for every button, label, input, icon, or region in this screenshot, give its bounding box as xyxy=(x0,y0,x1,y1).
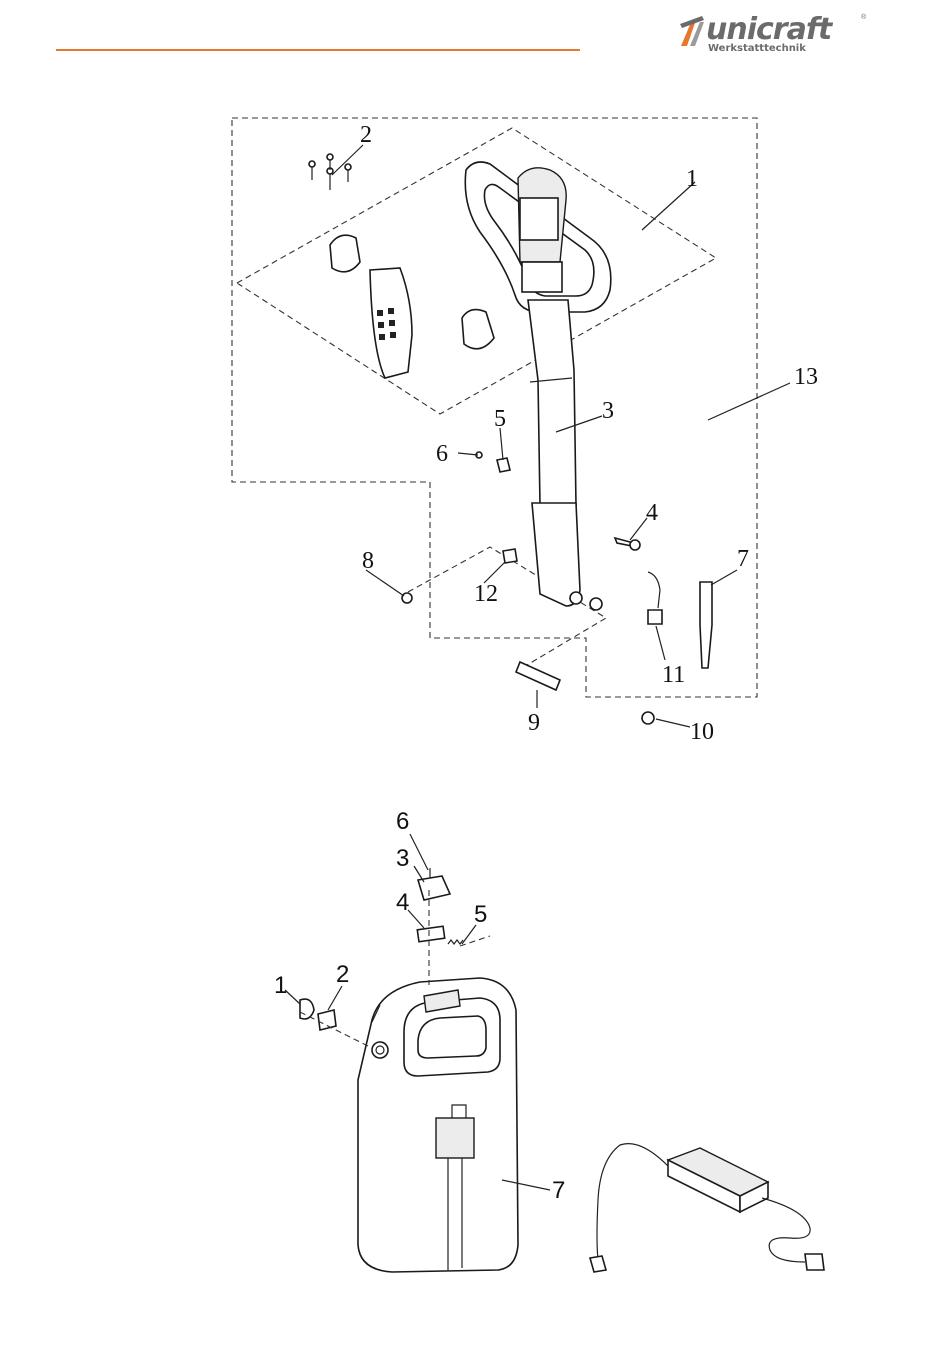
callout-4: 4 xyxy=(646,500,658,526)
callout-12: 12 xyxy=(474,581,498,607)
callout-11: 11 xyxy=(662,662,685,688)
callout-9: 9 xyxy=(528,710,540,736)
charger-dc-plug xyxy=(590,1256,606,1272)
battery-charger xyxy=(590,1144,824,1272)
callout-5: 5 xyxy=(494,406,506,432)
latch-4 xyxy=(417,926,444,942)
bushing-12b xyxy=(590,598,602,610)
gas-spring-7 xyxy=(700,582,712,668)
battery-callout-2: 2 xyxy=(336,961,349,988)
remote-clip-left xyxy=(330,235,360,272)
bushing-5 xyxy=(497,458,510,472)
callout-1: 1 xyxy=(686,166,698,192)
battery-callout-7: 7 xyxy=(552,1177,565,1204)
battery-callout-4: 4 xyxy=(396,889,409,916)
battery-callout-1: 1 xyxy=(274,972,287,999)
battery-assembly-diagram: 1 2 3 4 5 6 7 xyxy=(274,808,824,1272)
callout-8: 8 xyxy=(362,548,374,574)
charger-cable-dc xyxy=(597,1144,668,1260)
charger-cable-ac xyxy=(762,1198,810,1262)
pin-9 xyxy=(516,662,560,690)
bushing-12 xyxy=(503,549,517,563)
battery-socket xyxy=(372,1042,388,1058)
callout-10: 10 xyxy=(690,719,714,745)
screws xyxy=(309,154,351,190)
battery-callout-5: 5 xyxy=(474,901,487,928)
nut-10 xyxy=(642,712,654,724)
callout-3: 3 xyxy=(602,398,614,424)
tiller-handle xyxy=(465,162,611,312)
battery-callout-6: 6 xyxy=(396,808,409,835)
callout-13: 13 xyxy=(794,364,818,390)
connector-2 xyxy=(318,1010,336,1030)
tiller-shaft xyxy=(528,300,582,606)
battery-label xyxy=(436,1118,474,1158)
remote-clip-right xyxy=(462,310,494,349)
cover-ring-1 xyxy=(300,999,314,1019)
callout-6: 6 xyxy=(436,441,448,467)
charger-mains-plug xyxy=(805,1254,824,1270)
switch-11 xyxy=(648,610,662,624)
nut-4 xyxy=(630,540,640,550)
spring-5 xyxy=(448,940,463,944)
ring-8 xyxy=(402,593,412,603)
handle-assembly-diagram: 1 2 3 4 5 6 7 8 9 10 11 12 13 xyxy=(232,118,818,745)
battery-callout-3: 3 xyxy=(396,845,409,872)
callout-7: 7 xyxy=(737,546,749,572)
callout-2: 2 xyxy=(360,122,372,148)
remote-control xyxy=(370,268,412,378)
